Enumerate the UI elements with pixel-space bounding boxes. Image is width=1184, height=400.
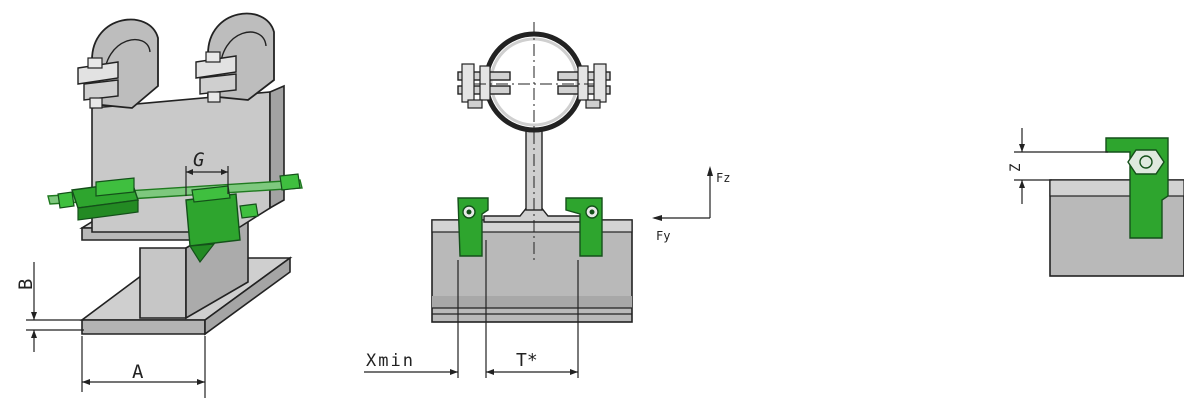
dimension-a: [81, 336, 206, 398]
label-fy: Fy: [656, 229, 670, 243]
beam-bottom-flange-edge: [81, 319, 206, 335]
beam-clamp-detail: [1105, 137, 1169, 239]
label-b: B: [15, 279, 37, 290]
label-xmin: Xmin: [366, 351, 415, 371]
beam-web: [139, 247, 187, 319]
detail-z-view: Z: [1008, 128, 1184, 277]
dimension-b: [26, 262, 84, 352]
dimension-z: [1014, 128, 1108, 204]
label-t: T*: [516, 350, 538, 371]
label-a: A: [132, 361, 144, 383]
pipe-clamp-left: [77, 18, 159, 109]
center-lines: [474, 22, 594, 260]
force-arrows: [652, 166, 713, 221]
beam-clamp-front-right: [565, 197, 603, 257]
isometric-view: G B A: [15, 12, 303, 398]
beam-clamp-left: [57, 177, 139, 221]
dimension-xmin-t: [364, 240, 579, 378]
label-fz: Fz: [716, 171, 730, 185]
dimension-g: [185, 166, 229, 196]
beam-clamp-front-left: [457, 197, 489, 257]
beam-clamp-right: [185, 173, 301, 264]
label-z: Z: [1008, 164, 1024, 172]
label-g: G: [193, 149, 204, 171]
front-view: Xmin T* Fz Fy: [364, 22, 730, 378]
pipe-clamp-right: [195, 12, 275, 103]
beam-bottom-flange-side: [204, 256, 291, 336]
